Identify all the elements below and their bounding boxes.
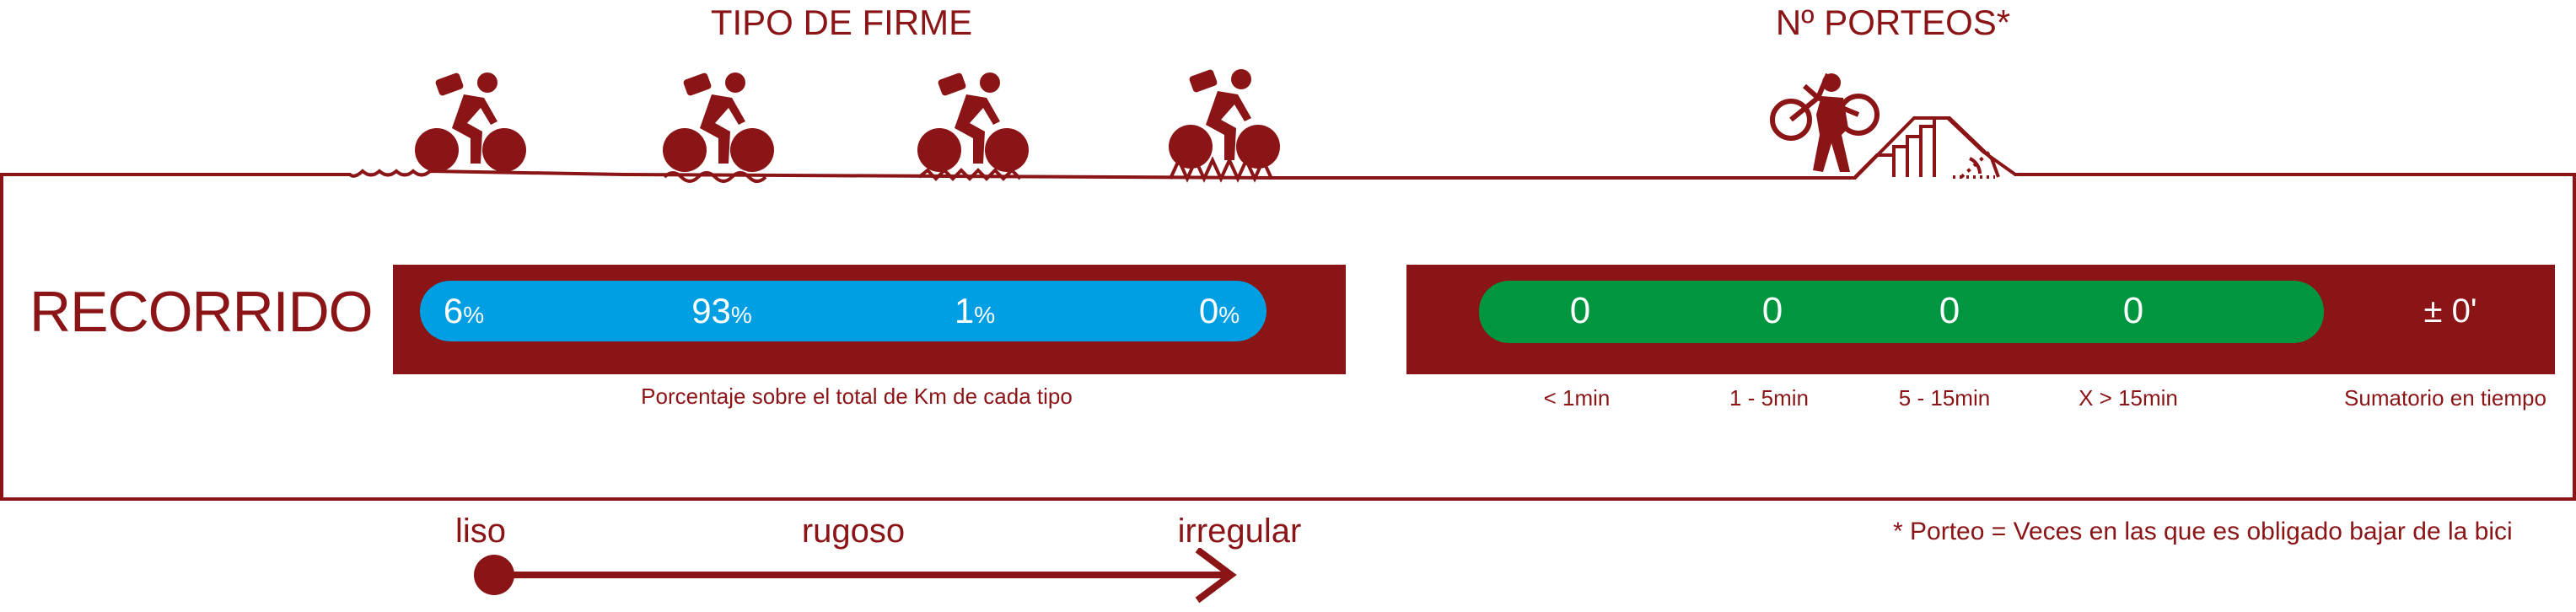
cyclist-smooth-icon — [415, 72, 526, 172]
portages-label-1-5: 1 - 5min — [1729, 385, 1809, 411]
portages-heading: Nº PORTEOS* — [1775, 3, 2011, 42]
portages-label-5-15: 5 - 15min — [1898, 385, 1991, 411]
surface-bar — [420, 281, 1266, 341]
portages-total: ± 0' — [2423, 293, 2477, 330]
stairs-obstacle-icon — [1853, 116, 2000, 179]
portages-count-5-15: 0 — [1939, 290, 1960, 331]
cyclist-bumpy-icon — [917, 72, 1029, 181]
surface-caption: Porcentaje sobre el total de Km de cada … — [641, 384, 1073, 409]
portages-count-1-5: 0 — [1761, 290, 1783, 331]
scale-arrow-head — [1195, 548, 1237, 604]
scale-label-rugoso: rugoso — [801, 513, 906, 550]
surface-value-rugoso-leve: 93% — [691, 291, 752, 330]
portages-count-under-1: 0 — [1569, 290, 1591, 331]
row-label: RECORRIDO — [30, 280, 374, 344]
surface-value-irregular: 0% — [1198, 291, 1240, 330]
scale-arrow — [474, 548, 1237, 604]
portages-total-label: Sumatorio en tiempo — [2344, 385, 2546, 411]
surface-value-rugoso: 1% — [954, 291, 996, 330]
hike-a-bike-icon — [1770, 72, 1880, 172]
scale-label-irregular: irregular — [1177, 513, 1302, 550]
portages-count-over-15: 0 — [2122, 290, 2144, 331]
scale-label-liso: liso — [454, 513, 507, 550]
portages-bar — [1479, 281, 2324, 343]
cyclist-spiky-icon — [1169, 69, 1280, 183]
footnote: * Porteo = Veces en las que es obligado … — [1893, 518, 2513, 545]
portages-label-under-1: < 1min — [1543, 385, 1611, 411]
cyclist-wavy-icon — [663, 72, 774, 183]
surface-type-heading: TIPO DE FIRME — [710, 3, 973, 42]
portages-label-over-15: X > 15min — [2079, 385, 2178, 411]
surface-value-liso: 6% — [443, 291, 485, 330]
